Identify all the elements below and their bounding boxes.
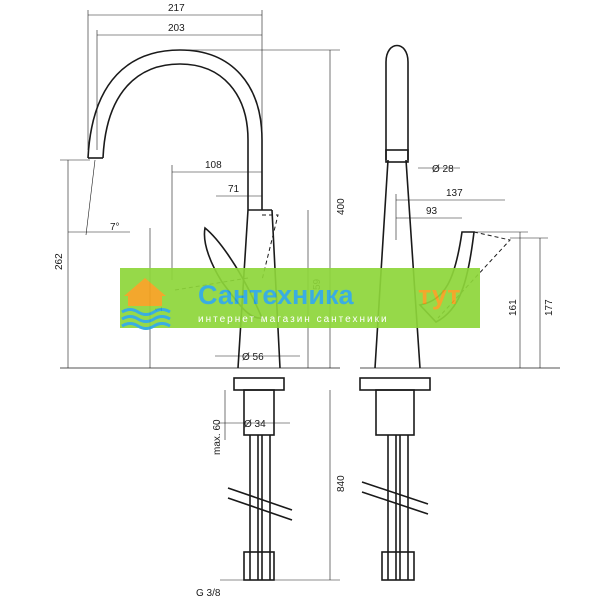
label-262: 262	[54, 253, 65, 270]
label-71: 71	[228, 184, 240, 195]
label-217: 217	[168, 3, 185, 14]
label-d34: Ø 34	[244, 419, 266, 430]
watermark-title: Сантехника	[198, 280, 354, 310]
label-max60: max. 60	[212, 419, 223, 455]
front-view: 217 203 108 71 7° 262 400 1 59 Ø 56 Ø 34…	[54, 3, 347, 599]
side-hose-fitting	[381, 551, 415, 581]
house-logo-icon	[121, 278, 171, 330]
label-7deg: 7°	[110, 222, 120, 233]
watermark: Сантехника тут интернет магазин сантехни…	[120, 268, 480, 330]
side-hose-break-mark	[361, 481, 429, 515]
label-177: 177	[544, 299, 555, 316]
label-d56: Ø 56	[242, 352, 264, 363]
angle-line	[85, 159, 96, 236]
label-203: 203	[168, 23, 185, 34]
base-plate	[233, 377, 285, 391]
threaded-stud	[243, 389, 275, 436]
side-spout-top	[385, 44, 409, 160]
watermark-subtitle: интернет магазин сантехники	[198, 314, 389, 325]
label-g38: G 3/8	[196, 588, 221, 599]
side-body	[374, 159, 421, 369]
label-161: 161	[508, 299, 519, 316]
side-threaded-stud	[375, 389, 415, 436]
watermark-title-accent: тут	[418, 280, 460, 310]
label-108: 108	[205, 160, 222, 171]
hose-break-mark	[227, 487, 293, 521]
label-840: 840	[336, 475, 347, 492]
side-spout-collar	[385, 149, 409, 163]
label-93: 93	[426, 206, 438, 217]
label-137: 137	[446, 188, 463, 199]
spout-inner-outline	[102, 63, 249, 210]
watermark-band	[120, 268, 480, 328]
label-d28: Ø 28	[432, 164, 454, 175]
side-base-plate	[359, 377, 431, 391]
label-400: 400	[336, 198, 347, 215]
